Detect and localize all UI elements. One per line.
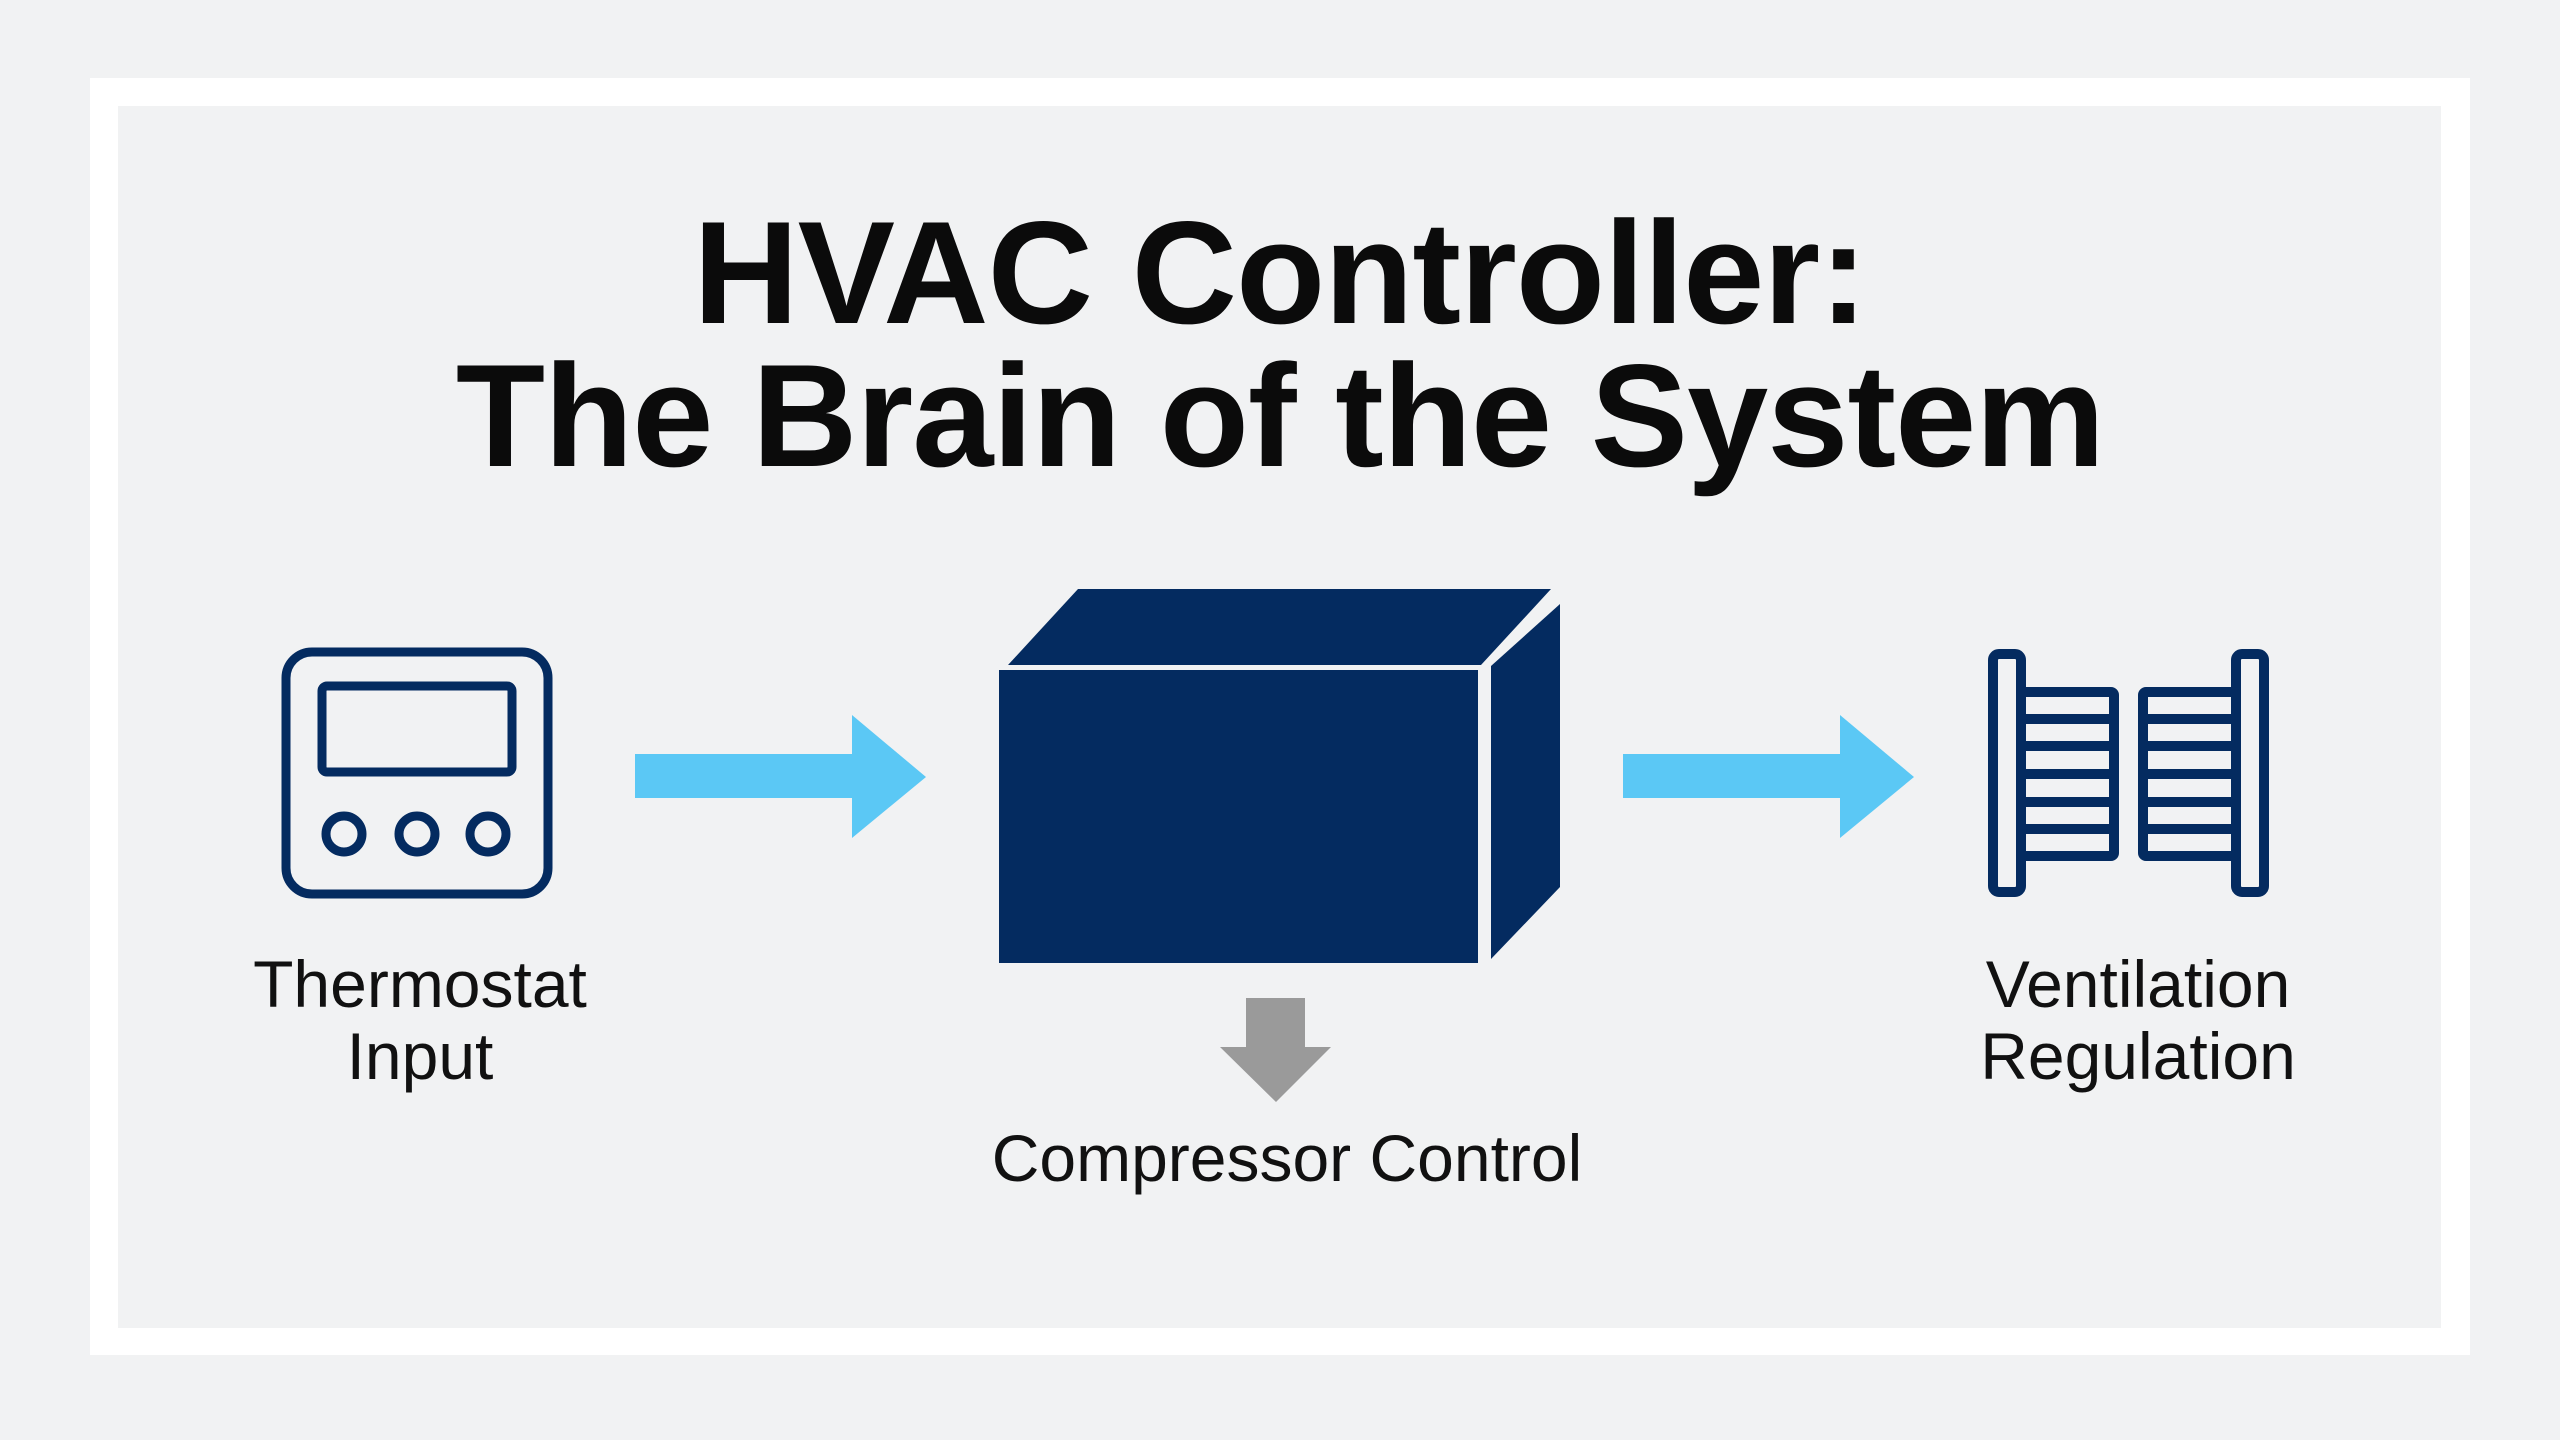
arrow-down-icon — [1220, 998, 1331, 1102]
label-line: Ventilation — [1985, 947, 2291, 1021]
label-line: Thermostat — [253, 947, 587, 1021]
title-line-2: The Brain of the System — [455, 334, 2105, 497]
thermostat-input-label: Thermostat Input — [170, 948, 670, 1092]
vent-louver-icon — [1988, 649, 2269, 897]
thermostat-icon — [281, 647, 553, 899]
compressor-control-label: Compressor Control — [991, 1121, 1583, 1195]
ventilation-regulation-label: Ventilation Regulation — [1888, 948, 2388, 1092]
label-line: Regulation — [1980, 1019, 2296, 1093]
arrow-right-icon — [635, 715, 926, 838]
controller-box-icon — [999, 589, 1560, 963]
title-line-1: HVAC Controller: — [693, 191, 1868, 354]
label-line: Input — [346, 1019, 494, 1093]
arrow-right-icon — [1623, 715, 1914, 838]
